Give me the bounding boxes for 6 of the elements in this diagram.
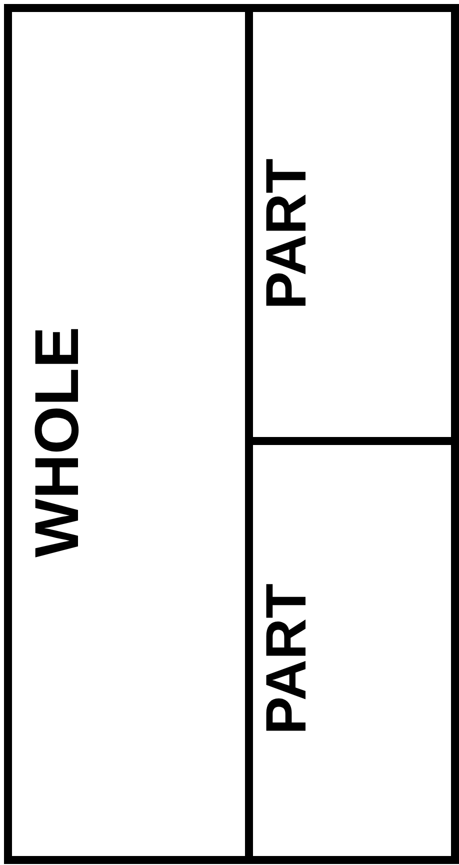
content-box: [253, 445, 459, 864]
box-label: PART: [258, 584, 316, 734]
content-box: [4, 4, 253, 864]
content-box: [253, 4, 459, 445]
box-label: WHOLE: [27, 326, 89, 558]
box-label: PART: [258, 158, 316, 310]
